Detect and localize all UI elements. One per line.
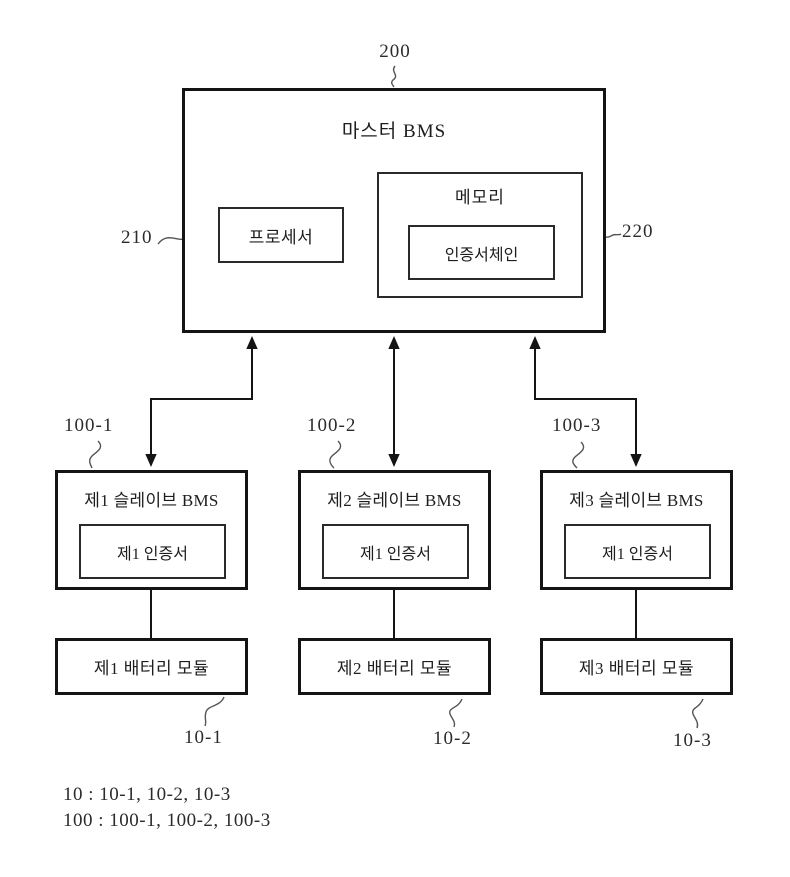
bus-arrow-master-slave3 xyxy=(529,336,642,467)
slave3-certificate-box: 제1 인증서 xyxy=(564,524,711,579)
ref-label-220: 220 xyxy=(622,221,654,242)
battery2-module-box: 제2 배터리 모듈 xyxy=(298,638,491,695)
slave2-certificate-label: 제1 인증서 xyxy=(360,545,431,563)
leader-200 xyxy=(391,65,397,88)
certificate-chain-box: 인증서체인 xyxy=(408,225,555,280)
slave2-certificate-box: 제1 인증서 xyxy=(322,524,469,579)
battery2-module-label: 제2 배터리 모듈 xyxy=(336,659,453,678)
memory-title: 메모리 xyxy=(455,188,505,207)
master-bms-title: 마스터 BMS xyxy=(341,121,447,142)
slave1-bms-box: 제1 슬레이브 BMS 제1 인증서 xyxy=(55,470,248,590)
ref-label-10-2: 10-2 xyxy=(433,728,472,749)
ref-label-10-3: 10-3 xyxy=(673,730,712,751)
legend-line-100: 100 : 100-1, 100-2, 100-3 xyxy=(63,810,271,831)
ref-label-210: 210 xyxy=(121,227,153,248)
ref-label-10-1: 10-1 xyxy=(184,727,223,748)
ref-label-100-2: 100-2 xyxy=(307,415,357,436)
slave2-bms-box: 제2 슬레이브 BMS 제1 인증서 xyxy=(298,470,491,590)
battery1-module-box: 제1 배터리 모듈 xyxy=(55,638,248,695)
battery3-module-box: 제3 배터리 모듈 xyxy=(540,638,733,695)
bus-arrow-master-slave1 xyxy=(145,336,258,467)
leader-10-1 xyxy=(204,696,225,727)
slave2-bms-title: 제2 슬레이브 BMS xyxy=(327,491,462,510)
slave3-certificate-label: 제1 인증서 xyxy=(602,545,673,563)
leader-10-2 xyxy=(449,698,463,728)
ref-label-200: 200 xyxy=(379,41,411,62)
ref-label-100-3: 100-3 xyxy=(552,415,602,436)
battery3-module-label: 제3 배터리 모듈 xyxy=(578,659,695,678)
leader-10-3 xyxy=(691,698,704,729)
slave1-bms-title: 제1 슬레이브 BMS xyxy=(84,491,219,510)
leader-100-2 xyxy=(329,440,342,469)
processor-box: 프로세서 xyxy=(218,207,344,263)
leader-100-1 xyxy=(89,440,102,469)
slave1-certificate-label: 제1 인증서 xyxy=(117,545,188,563)
slave1-certificate-box: 제1 인증서 xyxy=(79,524,226,579)
processor-label: 프로세서 xyxy=(248,227,314,247)
slave3-bms-box: 제3 슬레이브 BMS 제1 인증서 xyxy=(540,470,733,590)
certificate-chain-label: 인증서체인 xyxy=(444,246,519,264)
legend-line-10: 10 : 10-1, 10-2, 10-3 xyxy=(63,784,231,805)
battery1-module-label: 제1 배터리 모듈 xyxy=(93,659,210,678)
slave3-bms-title: 제3 슬레이브 BMS xyxy=(569,491,704,510)
ref-label-100-1: 100-1 xyxy=(64,415,114,436)
leader-100-3 xyxy=(572,441,585,469)
